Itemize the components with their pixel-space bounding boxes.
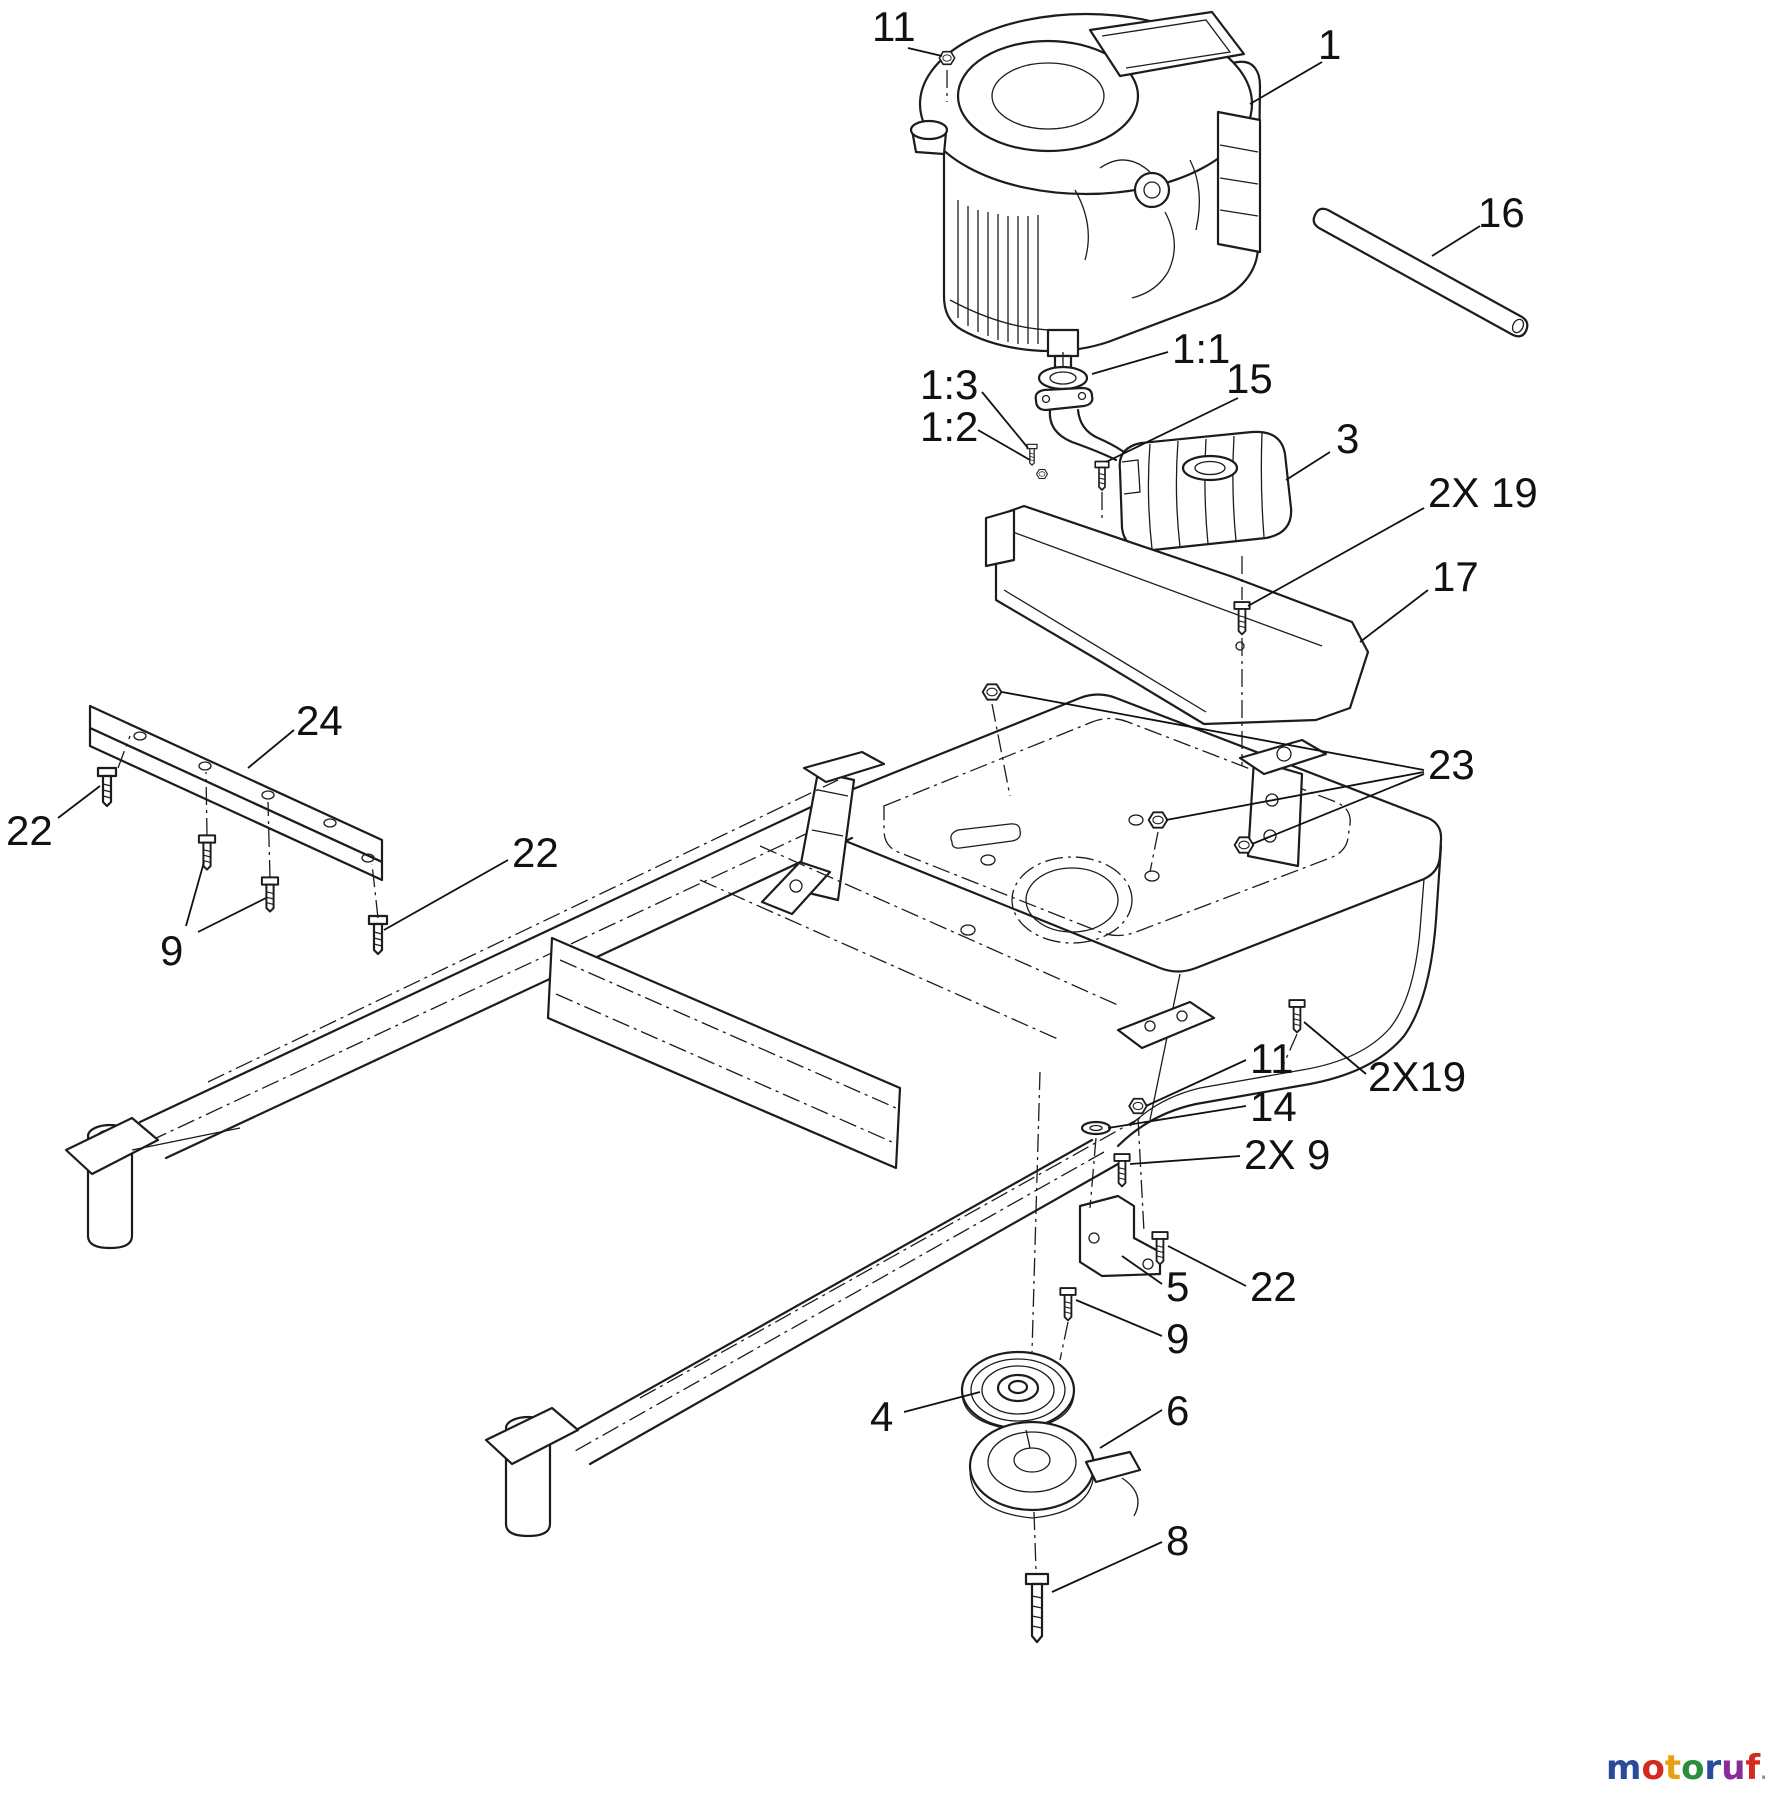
callout-9-left: 9 [160, 927, 184, 974]
watermark-letter: m [1606, 1748, 1642, 1788]
callout-11-top: 11 [872, 3, 916, 50]
front-bar-part [88, 704, 384, 882]
callout-23: 23 [1428, 741, 1475, 788]
watermark-letter: t [1664, 1748, 1682, 1788]
pulley-part [960, 1350, 1076, 1431]
watermark-letter: f [1745, 1748, 1761, 1788]
watermark-suffix: .de [1760, 1762, 1765, 1784]
callout-5: 5 [1166, 1263, 1190, 1310]
watermark-letter: o [1641, 1748, 1665, 1788]
gaskets [1034, 365, 1094, 412]
bolt-8-part [1024, 1572, 1050, 1644]
callout-6: 6 [1166, 1387, 1190, 1434]
heat-shield-part [984, 504, 1370, 726]
engine-part [909, 10, 1262, 374]
watermark-motoruf[interactable]: motoruf.de [1606, 1748, 1765, 1788]
callout-17: 17 [1432, 553, 1479, 600]
callout-22-left: 22 [6, 807, 53, 854]
callout-2x19-lower: 2X19 [1368, 1053, 1467, 1100]
callout-1-1: 1:1 [1172, 325, 1231, 372]
callout-2x9: 2X 9 [1244, 1131, 1331, 1178]
watermark-letter: o [1681, 1748, 1705, 1788]
callout-4: 4 [870, 1393, 894, 1440]
watermark-letter: r [1704, 1748, 1722, 1788]
watermark-letter: u [1721, 1748, 1746, 1788]
callout-11-lower: 11 [1250, 1035, 1294, 1082]
callout-9-lower: 9 [1166, 1315, 1190, 1362]
clutch-part [968, 1420, 1142, 1519]
callout-1-3: 1:3 [920, 361, 979, 408]
muffler-part [1118, 430, 1293, 552]
callout-1-2: 1:2 [920, 403, 979, 450]
callout-16: 16 [1478, 189, 1525, 236]
callout-22-mid: 22 [512, 829, 559, 876]
callout-1: 1 [1318, 21, 1342, 68]
callout-2x19-upper: 2X 19 [1428, 469, 1538, 516]
callout-8: 8 [1166, 1517, 1190, 1564]
bracket-part [1078, 1194, 1162, 1278]
callout-22-lower: 22 [1250, 1263, 1297, 1310]
frame-part [64, 693, 1443, 1538]
callout-3: 3 [1336, 415, 1360, 462]
leader-lines [57, 47, 1481, 1593]
callout-15: 15 [1226, 355, 1273, 402]
callout-24: 24 [296, 697, 343, 744]
center-lines [117, 70, 1298, 1571]
rod-part [1312, 207, 1529, 338]
callout-14: 14 [1250, 1083, 1297, 1130]
